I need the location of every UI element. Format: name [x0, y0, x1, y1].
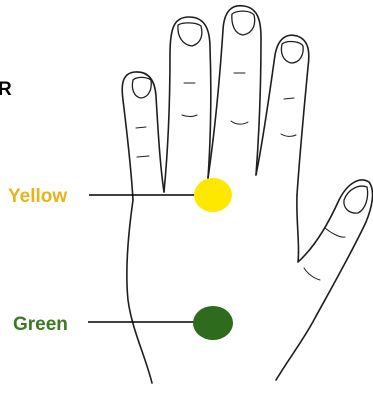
- yellow-dot: [194, 178, 232, 212]
- palm-left-edge: [127, 200, 152, 383]
- green-marker: Green: [13, 306, 233, 340]
- yellow-marker: Yellow: [8, 178, 232, 212]
- green-label: Green: [13, 314, 68, 335]
- thumb: [276, 180, 373, 380]
- ring-finger: [164, 17, 211, 192]
- index-finger: [256, 35, 309, 195]
- partial-heading-text: R: [0, 79, 12, 100]
- little-finger: [122, 72, 164, 200]
- yellow-label: Yellow: [8, 186, 67, 207]
- green-dot: [193, 306, 233, 340]
- middle-finger: [208, 6, 261, 178]
